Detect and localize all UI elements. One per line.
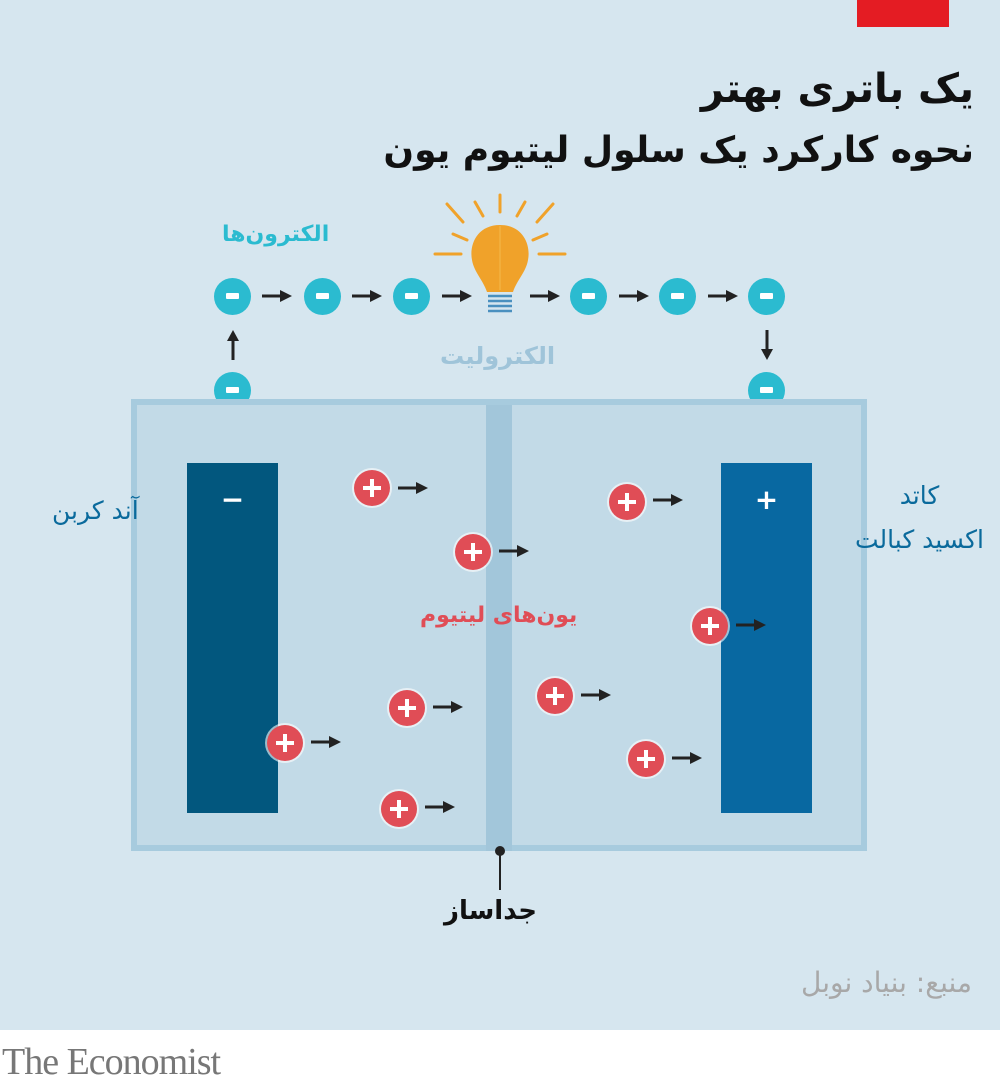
arrow-right-icon (736, 619, 766, 631)
arrow-right-icon (262, 290, 292, 302)
arrow-right-icon (499, 545, 529, 557)
electron-icon (748, 278, 785, 315)
arrow-up-icon (227, 330, 239, 360)
arrow-right-icon (581, 689, 611, 701)
separator-pointer-dot (495, 846, 505, 856)
electron-icon (304, 278, 341, 315)
electron-icon (214, 278, 251, 315)
arrow-right-icon (708, 290, 738, 302)
cathode-label: کاتد اکسید کبالت (855, 474, 984, 562)
separator-label: جداساز (444, 896, 537, 926)
lithium-ion-icon (381, 791, 417, 827)
arrow-right-icon (311, 736, 341, 748)
arrow-down-icon (761, 330, 773, 360)
anode-sign: − (220, 483, 245, 516)
arrow-right-icon (433, 701, 463, 713)
anode-electrode: − (187, 463, 278, 813)
separator-pointer-line (499, 850, 501, 890)
arrow-right-icon (442, 290, 472, 302)
page-subtitle: نحوه کارکرد یک سلول لیتیوم یون (383, 130, 974, 171)
cathode-electrode: + (721, 463, 812, 813)
economist-red-tag (857, 0, 949, 27)
arrow-right-icon (398, 482, 428, 494)
page-title: یک باتری بهتر (700, 66, 974, 112)
arrow-right-icon (672, 752, 702, 764)
cathode-sign: + (754, 483, 779, 516)
lithium-ion-icon (267, 725, 303, 761)
electron-icon (659, 278, 696, 315)
brand-logo: The Economist (2, 1041, 221, 1083)
lithium-ion-icon (609, 484, 645, 520)
arrow-right-icon (352, 290, 382, 302)
electron-icon (393, 278, 430, 315)
cathode-label-line1: کاتد (899, 481, 940, 510)
arrow-right-icon (425, 801, 455, 813)
lithium-ion-icon (537, 678, 573, 714)
separator-membrane (486, 405, 512, 851)
light-bulb-icon (433, 193, 567, 313)
source-label: منبع: بنیاد نوبل (801, 966, 972, 999)
electrolyte-label: الکترولیت (440, 342, 556, 370)
electron-icon (570, 278, 607, 315)
anode-label: آند کربن (52, 496, 139, 525)
lithium-ions-label: یون‌های لیتیوم (420, 603, 578, 628)
lithium-ion-icon (455, 534, 491, 570)
cathode-label-line2: اکسید کبالت (855, 525, 984, 554)
lithium-ion-icon (692, 608, 728, 644)
arrow-right-icon (530, 290, 560, 302)
lithium-ion-icon (628, 741, 664, 777)
arrow-right-icon (653, 494, 683, 506)
electrons-label: الکترون‌ها (222, 222, 330, 247)
lithium-ion-icon (389, 690, 425, 726)
arrow-right-icon (619, 290, 649, 302)
lithium-ion-icon (354, 470, 390, 506)
